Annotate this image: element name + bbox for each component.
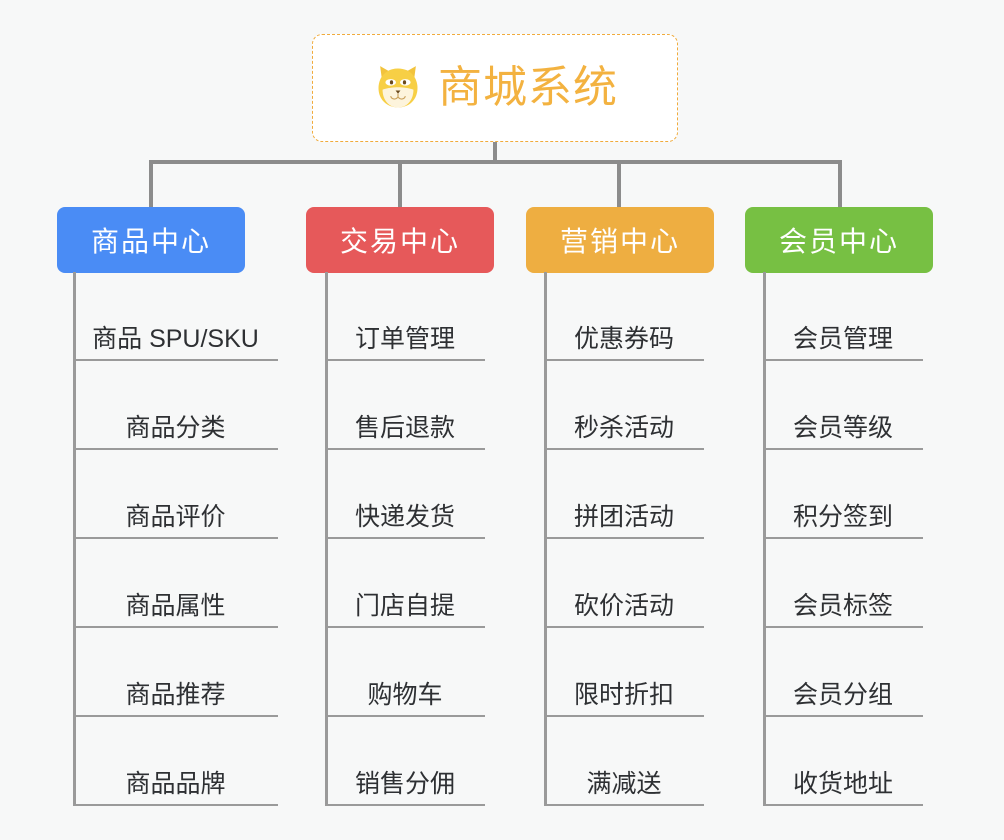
leaf-item-product-4[interactable]: 商品属性 bbox=[73, 539, 278, 628]
leaf-item-label: 购物车 bbox=[367, 680, 443, 709]
category-label: 营销中心 bbox=[559, 226, 680, 257]
leaf-item-product-6[interactable]: 商品品牌 bbox=[73, 717, 278, 806]
leaf-item-label: 会员管理 bbox=[792, 324, 893, 353]
leaf-item-label: 拼团活动 bbox=[573, 502, 674, 531]
root-stem-line bbox=[493, 142, 497, 164]
leaf-item-label: 销售分佣 bbox=[354, 769, 455, 798]
leaf-spine-line bbox=[544, 272, 547, 806]
leaf-item-member-4[interactable]: 会员标签 bbox=[763, 539, 923, 628]
leaf-spine-line bbox=[73, 272, 76, 806]
leaf-item-trade-6[interactable]: 销售分佣 bbox=[325, 717, 485, 806]
leaf-item-marketing-3[interactable]: 拼团活动 bbox=[544, 450, 704, 539]
leaf-item-trade-1[interactable]: 订单管理 bbox=[325, 272, 485, 361]
leaf-item-label: 优惠券码 bbox=[573, 324, 674, 353]
leaf-item-marketing-1[interactable]: 优惠券码 bbox=[544, 272, 704, 361]
leaf-item-trade-5[interactable]: 购物车 bbox=[325, 628, 485, 717]
leaf-column-marketing: 优惠券码秒杀活动拼团活动砍价活动限时折扣满减送 bbox=[544, 272, 704, 806]
leaf-item-label: 砍价活动 bbox=[573, 591, 674, 620]
leaf-item-product-5[interactable]: 商品推荐 bbox=[73, 628, 278, 717]
leaf-item-label: 订单管理 bbox=[354, 324, 455, 353]
leaf-item-marketing-5[interactable]: 限时折扣 bbox=[544, 628, 704, 717]
leaf-column-product: 商品 SPU/SKU 商品分类商品评价商品属性商品推荐商品品牌 bbox=[73, 272, 278, 806]
leaf-item-label: 秒杀活动 bbox=[573, 413, 674, 442]
category-box-product[interactable]: 商品中心 bbox=[57, 207, 245, 273]
shiba-dog-face-icon bbox=[372, 62, 424, 114]
category-box-trade[interactable]: 交易中心 bbox=[306, 207, 494, 273]
leaf-item-label: 会员等级 bbox=[792, 413, 893, 442]
leaf-item-label: 收货地址 bbox=[792, 769, 893, 798]
leaf-item-label: 商品品牌 bbox=[125, 769, 226, 798]
category-box-member[interactable]: 会员中心 bbox=[745, 207, 933, 273]
leaf-item-member-3[interactable]: 积分签到 bbox=[763, 450, 923, 539]
leaf-item-label: 商品属性 bbox=[125, 591, 226, 620]
leaf-item-member-2[interactable]: 会员等级 bbox=[763, 361, 923, 450]
leaf-item-label: 积分签到 bbox=[792, 502, 893, 531]
category-bus-line bbox=[149, 160, 842, 164]
leaf-item-trade-3[interactable]: 快递发货 bbox=[325, 450, 485, 539]
leaf-item-label: 商品分类 bbox=[125, 413, 226, 442]
leaf-item-label: 门店自提 bbox=[354, 591, 455, 620]
leaf-item-label: 售后退款 bbox=[354, 413, 455, 442]
leaf-item-marketing-4[interactable]: 砍价活动 bbox=[544, 539, 704, 628]
leaf-item-label: 商品推荐 bbox=[125, 680, 226, 709]
leaf-item-member-6[interactable]: 收货地址 bbox=[763, 717, 923, 806]
category-drop-line-3 bbox=[617, 160, 621, 207]
leaf-item-label: 限时折扣 bbox=[573, 680, 674, 709]
leaf-item-label: 满减送 bbox=[586, 769, 662, 798]
leaf-spine-line bbox=[763, 272, 766, 806]
root-node[interactable]: 商城系统 bbox=[312, 34, 678, 142]
leaf-item-trade-4[interactable]: 门店自提 bbox=[325, 539, 485, 628]
category-box-marketing[interactable]: 营销中心 bbox=[526, 207, 714, 273]
leaf-item-member-5[interactable]: 会员分组 bbox=[763, 628, 923, 717]
leaf-item-label: 快递发货 bbox=[354, 502, 455, 531]
leaf-item-trade-2[interactable]: 售后退款 bbox=[325, 361, 485, 450]
leaf-item-label: 会员标签 bbox=[792, 591, 893, 620]
leaf-item-product-3[interactable]: 商品评价 bbox=[73, 450, 278, 539]
category-label: 交易中心 bbox=[339, 226, 460, 257]
leaf-item-label: 商品 SPU/SKU bbox=[92, 324, 259, 353]
category-drop-line-1 bbox=[149, 160, 153, 207]
leaf-item-member-1[interactable]: 会员管理 bbox=[763, 272, 923, 361]
leaf-item-marketing-2[interactable]: 秒杀活动 bbox=[544, 361, 704, 450]
category-label: 会员中心 bbox=[778, 226, 899, 257]
category-drop-line-2 bbox=[398, 160, 402, 207]
leaf-item-product-2[interactable]: 商品分类 bbox=[73, 361, 278, 450]
leaf-item-product-1[interactable]: 商品 SPU/SKU bbox=[73, 272, 278, 361]
leaf-spine-line bbox=[325, 272, 328, 806]
root-title: 商城系统 bbox=[438, 63, 618, 112]
leaf-item-label: 会员分组 bbox=[792, 680, 893, 709]
leaf-column-trade: 订单管理售后退款快递发货门店自提购物车销售分佣 bbox=[325, 272, 485, 806]
leaf-column-member: 会员管理会员等级积分签到会员标签会员分组收货地址 bbox=[763, 272, 923, 806]
leaf-item-label: 商品评价 bbox=[125, 502, 226, 531]
category-drop-line-4 bbox=[838, 160, 842, 207]
category-label: 商品中心 bbox=[90, 226, 211, 257]
leaf-item-marketing-6[interactable]: 满减送 bbox=[544, 717, 704, 806]
